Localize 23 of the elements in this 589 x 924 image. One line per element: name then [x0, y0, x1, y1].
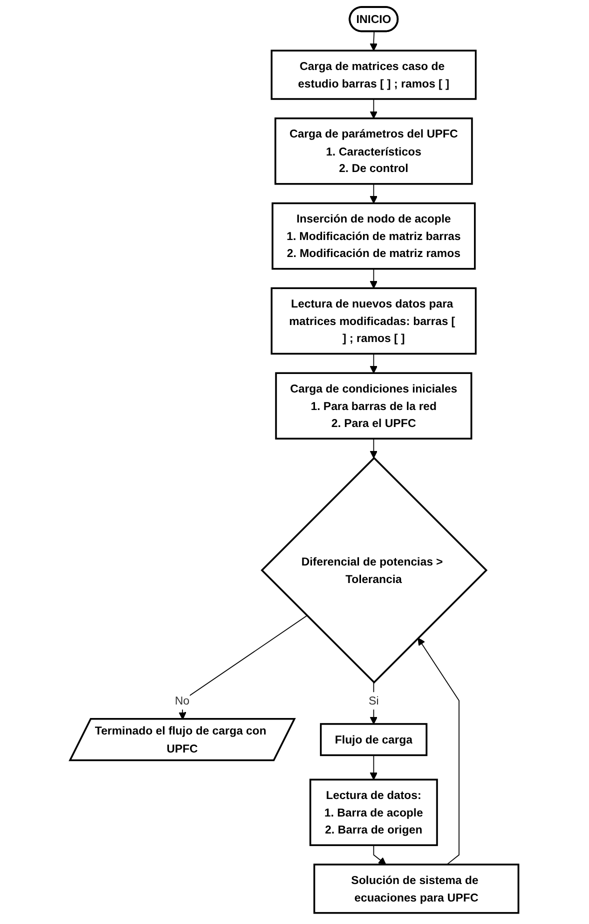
arrow: [370, 353, 378, 374]
terminator-box: INICIO: [349, 6, 399, 32]
process-box: Lectura de nuevos datos para matrices modificadas: barras [ ] ; ramos [ ]: [271, 287, 477, 355]
process-box: Flujo de carga: [320, 723, 428, 756]
arrow: [178, 615, 308, 720]
decision-diamond: Diferencial de potencias > Tolerancia: [260, 456, 488, 684]
process-box: Carga de parámetros del UPFC 1. Característicos 2. De control: [274, 117, 474, 185]
edge-label: No: [175, 692, 190, 710]
arrow: [370, 183, 378, 204]
edge-label: Si: [368, 692, 380, 710]
arrow: [374, 844, 386, 865]
output-parallelogram: Terminado el flujo de carga con UPFC: [68, 718, 296, 762]
arrow: [370, 438, 378, 458]
process-box: Carga de condiciones iniciales 1. Para barras de la red 2. Para el UPFC: [275, 372, 472, 440]
process-box: Carga de matrices caso de estudio barras [ ] ; ramos [ ]: [271, 50, 477, 100]
process-box: Solución de sistema de ecuaciones para UPFC: [314, 864, 520, 914]
arrow: [370, 98, 378, 119]
arrow: [370, 754, 378, 780]
process-box: Inserción de nodo de acople 1. Modificación de matriz barras 2. Modificación de matriz ramos: [272, 202, 476, 270]
process-box: Lectura de datos: 1. Barra de acople 2. Barra de origen: [310, 778, 438, 846]
arrow: [370, 31, 378, 51]
arrow: [418, 638, 460, 865]
arrow: [370, 268, 378, 289]
